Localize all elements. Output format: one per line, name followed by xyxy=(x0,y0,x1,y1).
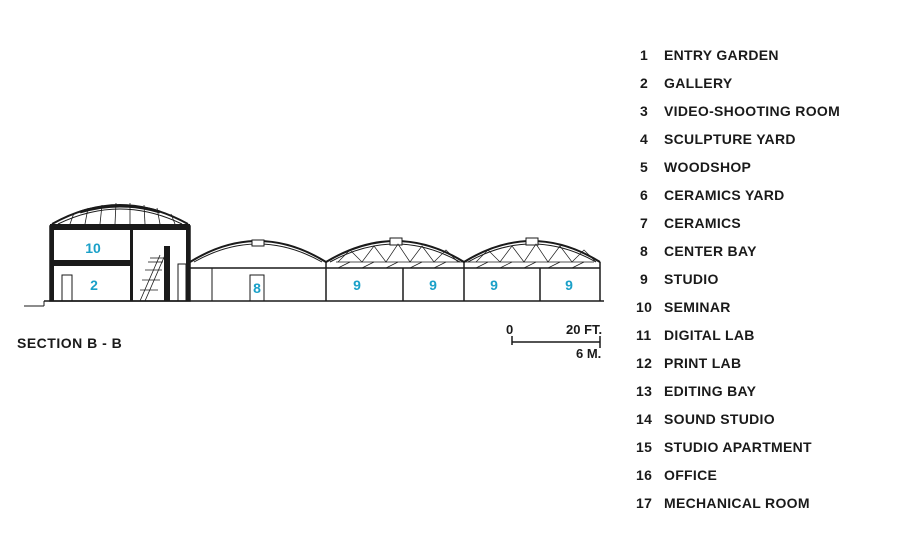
legend-number: 8 xyxy=(640,243,649,259)
legend-number: 14 xyxy=(636,411,653,427)
legend-label: EDITING BAY xyxy=(664,383,757,399)
two-storey-block xyxy=(49,202,191,302)
room-label-studio: 9 xyxy=(565,277,573,293)
scale-bar: 0 20 FT. 6 M. xyxy=(506,322,602,361)
legend-item: 14 SOUND STUDIO xyxy=(634,408,840,436)
legend-label: MECHANICAL ROOM xyxy=(664,495,810,511)
legend-number: 10 xyxy=(636,299,653,315)
legend-number: 11 xyxy=(636,327,652,343)
section-title: SECTION B - B xyxy=(17,335,123,351)
legend-item: 4 SCULPTURE YARD xyxy=(634,128,840,156)
legend-label: SEMINAR xyxy=(664,299,731,315)
legend-item: 1 ENTRY GARDEN xyxy=(634,44,840,72)
legend-label: SOUND STUDIO xyxy=(664,411,775,427)
legend-item: 10 SEMINAR xyxy=(634,296,840,324)
legend-item: 7 CERAMICS xyxy=(634,212,840,240)
legend-label: GALLERY xyxy=(664,75,733,91)
room-legend: 1 ENTRY GARDEN 2 GALLERY 3 VIDEO-SHOOTING R… xyxy=(634,44,840,520)
legend-label: CENTER BAY xyxy=(664,243,757,259)
legend-item: 2 GALLERY xyxy=(634,72,840,100)
legend-item: 5 WOODSHOP xyxy=(634,156,840,184)
legend-item: 8 CENTER BAY xyxy=(634,240,840,268)
scale-meters-label: 6 M. xyxy=(576,346,601,361)
legend-number: 7 xyxy=(640,215,649,231)
legend-item: 3 VIDEO-SHOOTING ROOM xyxy=(634,100,840,128)
room-label-studio: 9 xyxy=(429,277,437,293)
legend-label: PRINT LAB xyxy=(664,355,742,371)
legend-number: 3 xyxy=(640,103,649,119)
legend-number: 12 xyxy=(636,355,653,371)
legend-item: 17 MECHANICAL ROOM xyxy=(634,492,840,520)
room-label-studio: 9 xyxy=(353,277,361,293)
legend-item: 15 STUDIO APARTMENT xyxy=(634,436,840,464)
studio-vaults xyxy=(325,237,601,301)
legend-number: 16 xyxy=(636,467,653,483)
legend-label: OFFICE xyxy=(664,467,718,483)
legend-label: VIDEO-SHOOTING ROOM xyxy=(664,103,841,119)
legend-number: 2 xyxy=(640,75,649,91)
room-label-seminar: 10 xyxy=(85,240,101,256)
legend-item: 16 OFFICE xyxy=(634,464,840,492)
legend-item: 12 PRINT LAB xyxy=(634,352,840,380)
legend-number: 13 xyxy=(636,383,653,399)
legend-number: 1 xyxy=(640,47,649,63)
legend-number: 6 xyxy=(640,187,649,203)
legend-label: CERAMICS YARD xyxy=(664,187,785,203)
room-label-center-bay: 8 xyxy=(253,280,261,296)
legend-number: 15 xyxy=(636,439,653,455)
legend-item: 13 EDITING BAY xyxy=(634,380,840,408)
legend-item: 9 STUDIO xyxy=(634,268,840,296)
legend-label: DIGITAL LAB xyxy=(664,327,755,343)
legend-item: 11 DIGITAL LAB xyxy=(634,324,840,352)
legend-item: 6 CERAMICS YARD xyxy=(634,184,840,212)
legend-number: 17 xyxy=(636,495,653,511)
legend-label: CERAMICS xyxy=(664,215,742,231)
room-label-gallery: 2 xyxy=(90,277,98,293)
legend-label: STUDIO APARTMENT xyxy=(664,439,812,455)
legend-number: 4 xyxy=(640,131,649,147)
center-bay-vault xyxy=(189,239,327,302)
scale-feet-label: 20 FT. xyxy=(566,322,602,337)
legend-number: 9 xyxy=(640,271,649,287)
legend-label: SCULPTURE YARD xyxy=(664,131,796,147)
legend-label: STUDIO xyxy=(664,271,719,287)
scale-start-label: 0 xyxy=(506,322,513,337)
room-label-studio: 9 xyxy=(490,277,498,293)
legend-label: WOODSHOP xyxy=(664,159,752,175)
legend-label: ENTRY GARDEN xyxy=(664,47,779,63)
legend-number: 5 xyxy=(640,159,649,175)
